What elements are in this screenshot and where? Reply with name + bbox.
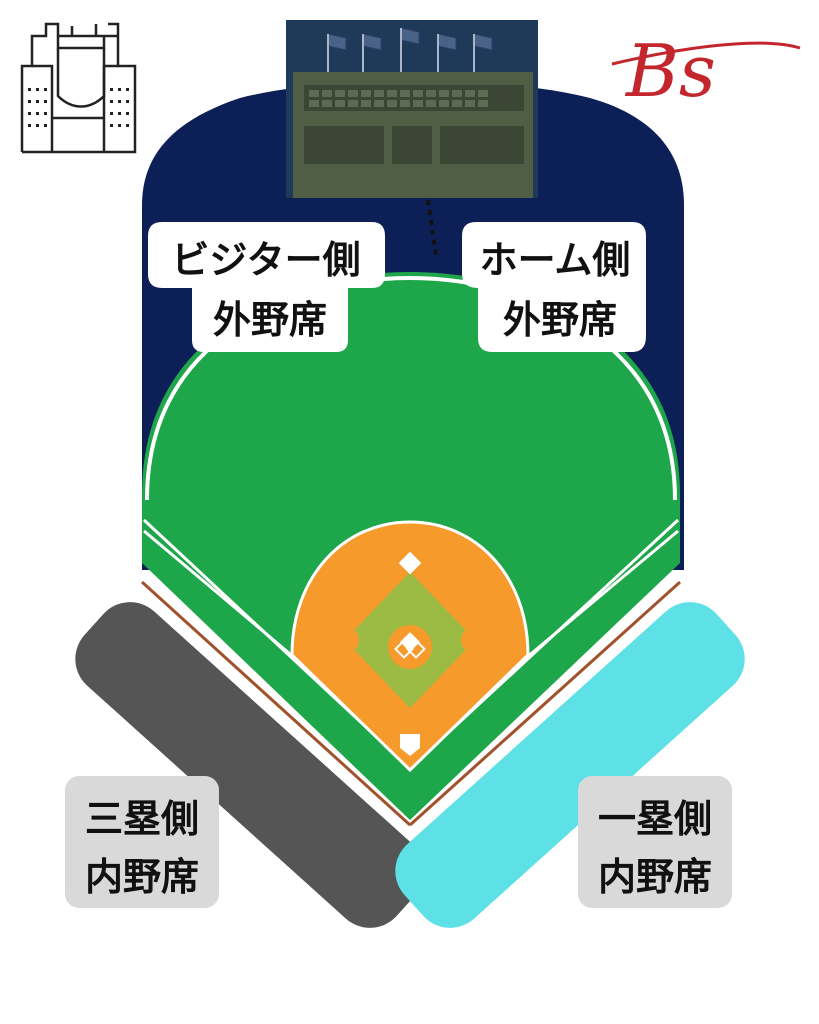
stadium-building-windows (28, 88, 129, 127)
stand-edge-lines (140, 580, 682, 827)
outfield-wall-line (145, 275, 677, 501)
third-base-stand[interactable] (60, 587, 439, 942)
visitor-outfield-label[interactable]: ビジター側 外野席 (148, 222, 385, 352)
home-outfield-label[interactable]: ホーム側 外野席 (462, 222, 646, 352)
third-base-infield-label-line2: 内野席 (85, 855, 199, 899)
first-base-infield-label-line1: 一塁側 (598, 797, 712, 841)
home-outfield-label-line1: ホーム側 (480, 238, 631, 282)
stadium-building-icon (20, 22, 137, 154)
visitor-outfield-label-line2: 外野席 (213, 298, 327, 342)
team-logo-icon: Bs (611, 29, 801, 113)
home-outfield-label-line2: 外野席 (503, 298, 617, 342)
first-base-infield-label[interactable]: 一塁側 内野席 (578, 776, 732, 908)
visitor-outfield-label-line1: ビジター側 (171, 238, 360, 282)
first-base-infield-label-line2: 内野席 (598, 855, 712, 899)
first-base-stand[interactable] (380, 587, 759, 942)
second-base (398, 551, 422, 575)
pitcher-plate-icon (394, 632, 426, 659)
infield-grass-left-curve (331, 626, 359, 654)
scoreboard-icon (286, 20, 538, 198)
third-base-infield-label-line1: 三塁側 (85, 797, 199, 841)
third-base-infield-label[interactable]: 三塁側 内野席 (65, 776, 219, 908)
team-logo-text: Bs (624, 29, 716, 113)
infield-grass-right-curve (461, 626, 489, 654)
home-plate (400, 734, 420, 756)
